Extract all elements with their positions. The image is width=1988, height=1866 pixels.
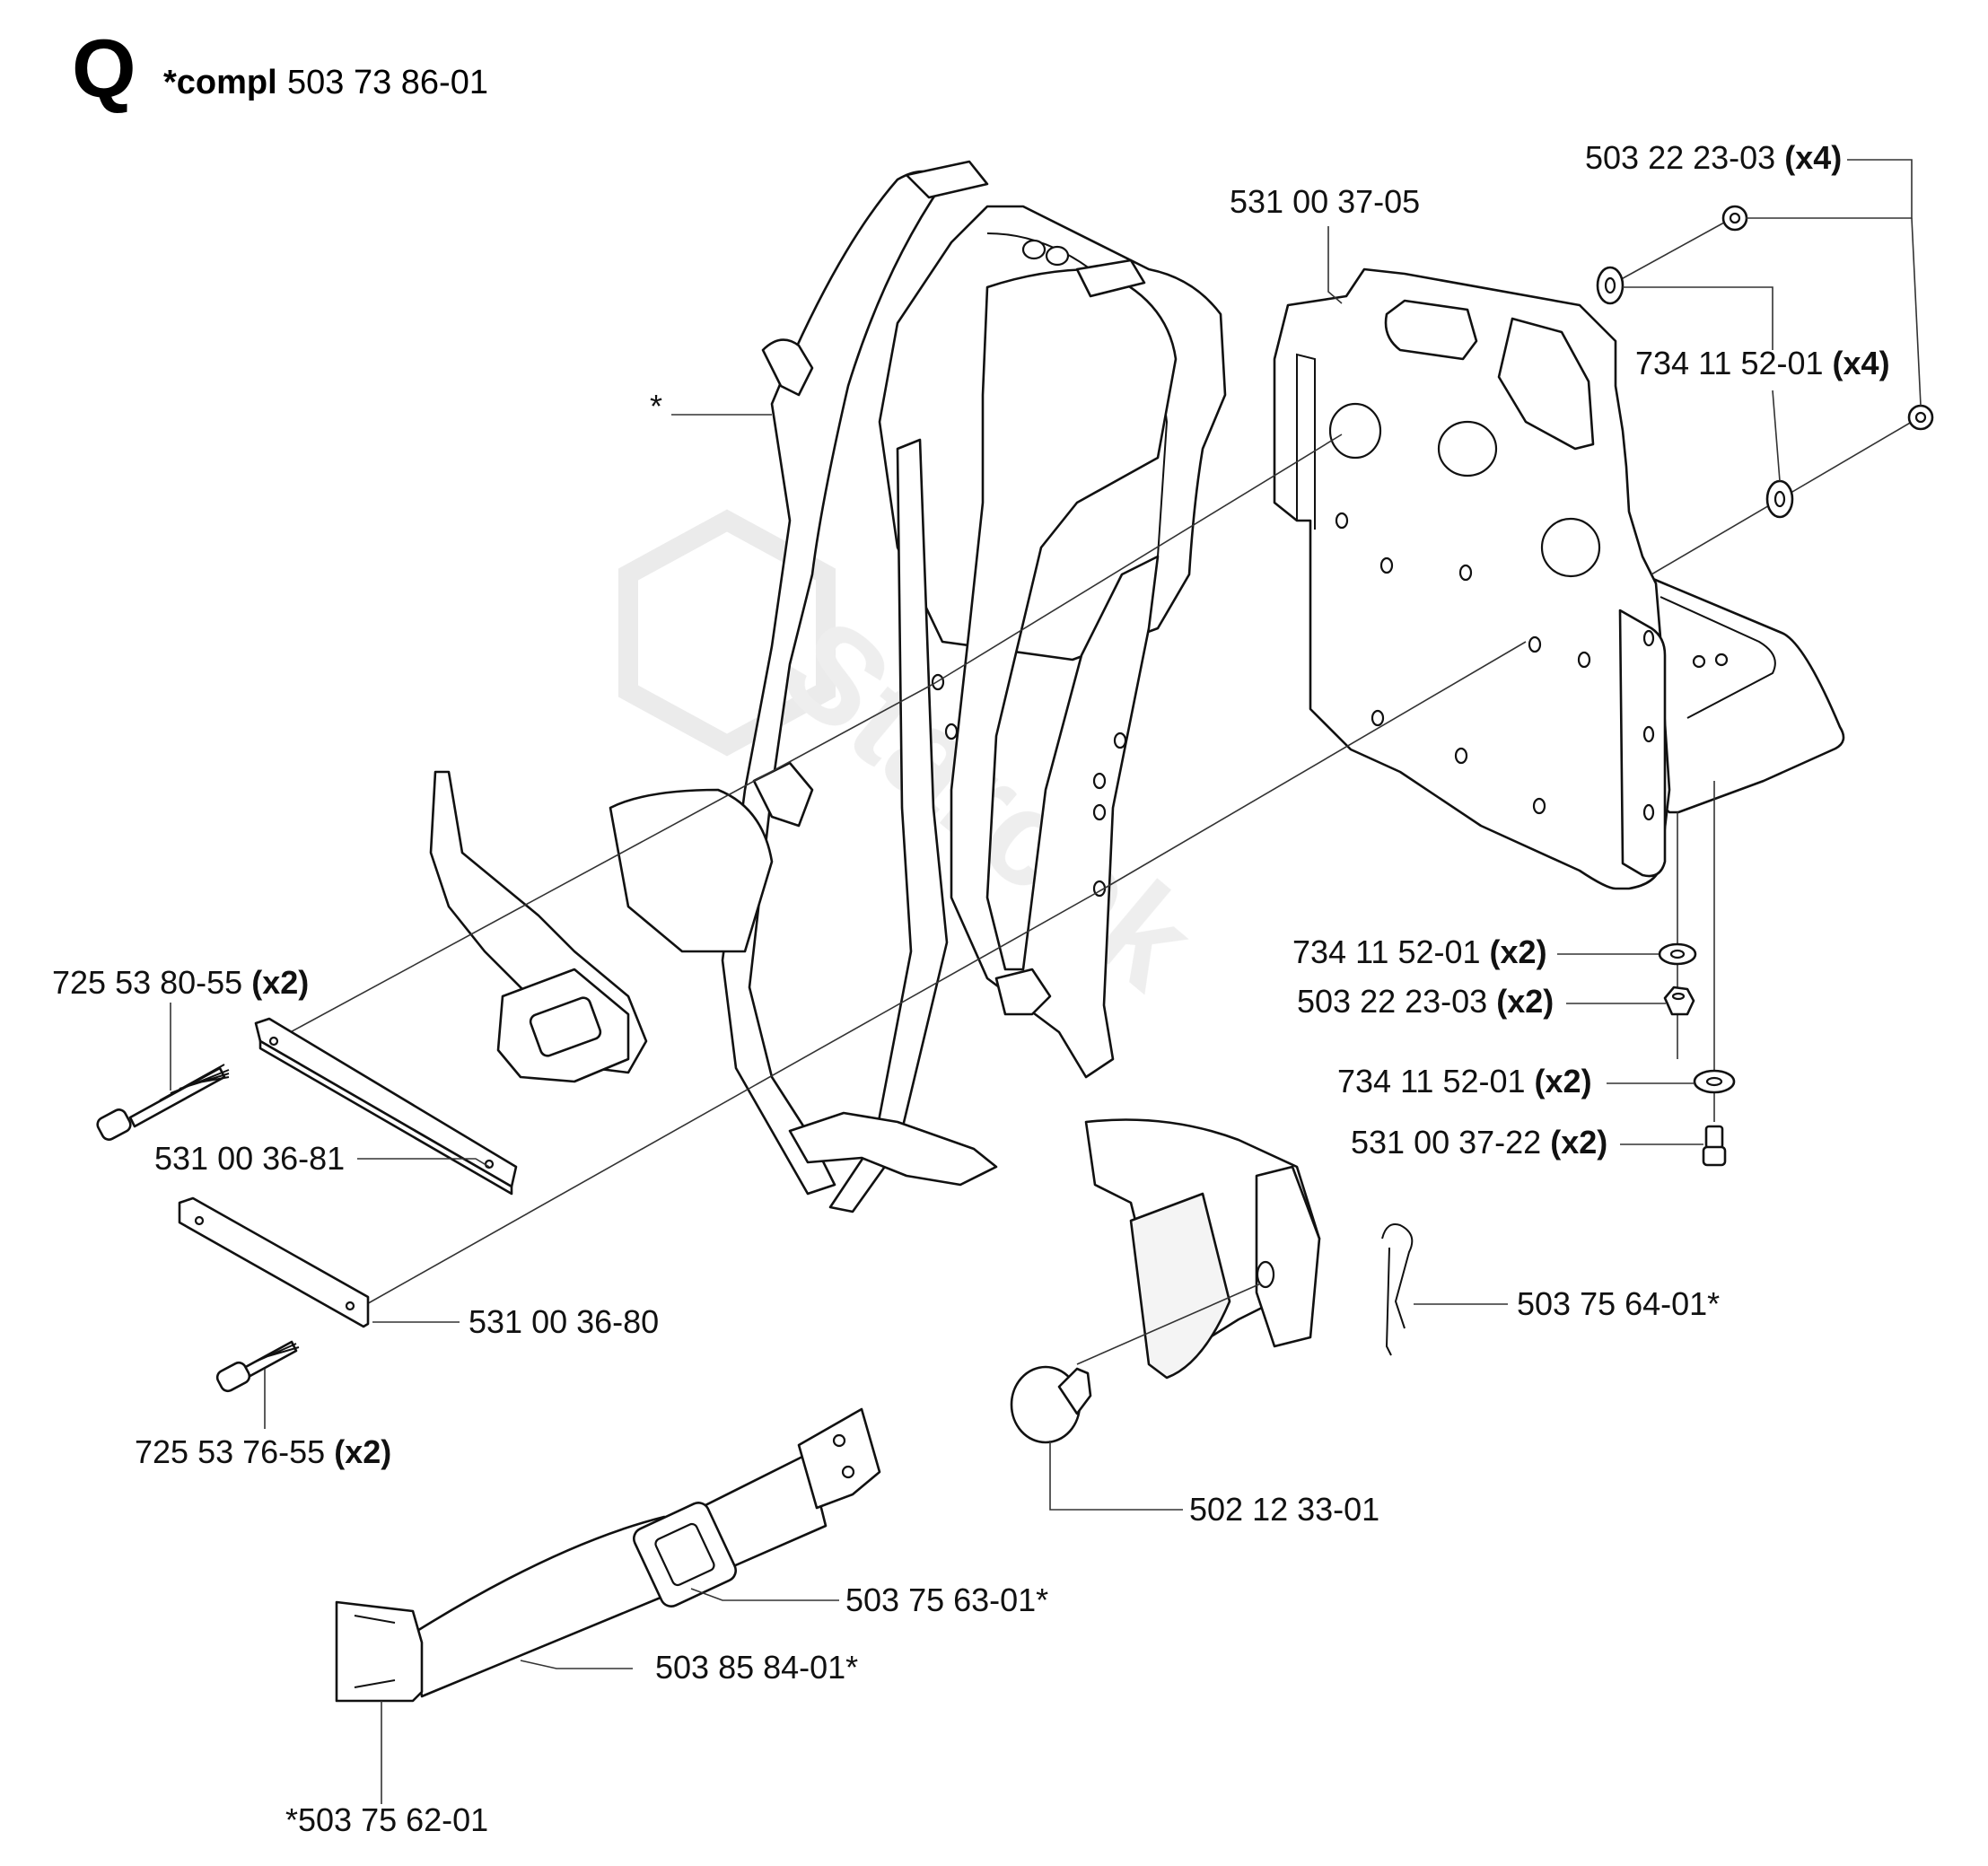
hardware-screw-long bbox=[96, 1064, 230, 1141]
hardware-nut-top-2 bbox=[1907, 404, 1934, 431]
hardware-nut-top-1 bbox=[1721, 205, 1748, 232]
compl-label: *compl bbox=[163, 64, 277, 101]
callout-washer-mid: 734 11 52-01 (x2) bbox=[1292, 933, 1547, 970]
callout-hairpin: 503 75 64-01* bbox=[1517, 1285, 1720, 1322]
hardware-screw-low bbox=[1702, 1125, 1727, 1167]
assembly-lines bbox=[273, 217, 1913, 1365]
hardware-hairpin bbox=[1381, 1223, 1414, 1356]
hardware-bar-lower bbox=[178, 1196, 370, 1328]
section-letter: Q bbox=[72, 23, 136, 115]
callout-washer-top: 734 11 52-01 (x4) bbox=[1635, 345, 1890, 381]
hardware-washer-mid bbox=[1658, 942, 1697, 966]
callout-bar-lower: 531 00 36-80 bbox=[469, 1303, 659, 1340]
compl-number: 503 73 86-01 bbox=[287, 64, 488, 101]
callout-asterisk: * bbox=[650, 388, 662, 425]
hardware-knob bbox=[1010, 1365, 1092, 1444]
callout-plate: 531 00 37-05 bbox=[1230, 183, 1420, 220]
callout-screw-long: 725 53 80-55 (x2) bbox=[52, 964, 309, 1001]
backplate-part bbox=[1273, 267, 1845, 890]
belt-part bbox=[335, 1407, 881, 1703]
hardware-washer-top-2 bbox=[1765, 479, 1794, 519]
callout-labels: * 531 00 37-05 503 22 23-03 (x4) 734 11 … bbox=[52, 139, 1890, 1838]
callout-clip: *503 75 62-01 bbox=[285, 1801, 488, 1838]
hardware-bar-upper bbox=[254, 1017, 518, 1196]
callout-bar-upper: 531 00 36-81 bbox=[154, 1140, 345, 1177]
callout-screw-low: 531 00 37-22 (x2) bbox=[1351, 1124, 1607, 1161]
callout-screw-short: 725 53 76-55 (x2) bbox=[135, 1433, 391, 1470]
harness-part bbox=[429, 160, 1321, 1380]
hardware-nut-mid bbox=[1663, 986, 1695, 1016]
callout-nut-top: 503 22 23-03 (x4) bbox=[1585, 139, 1842, 176]
callout-belt: 503 85 84-01* bbox=[655, 1649, 858, 1686]
hardware-washer-top-1 bbox=[1596, 266, 1625, 305]
leader-lines bbox=[170, 159, 1922, 1804]
hardware-screw-short bbox=[215, 1340, 300, 1393]
callout-nut-mid: 503 22 23-03 (x2) bbox=[1297, 983, 1554, 1020]
callout-buckle: 503 75 63-01* bbox=[845, 1581, 1048, 1618]
callout-knob: 502 12 33-01 bbox=[1189, 1491, 1379, 1528]
hardware-washer-low bbox=[1693, 1069, 1736, 1094]
callout-washer-low: 734 11 52-01 (x2) bbox=[1337, 1063, 1592, 1099]
